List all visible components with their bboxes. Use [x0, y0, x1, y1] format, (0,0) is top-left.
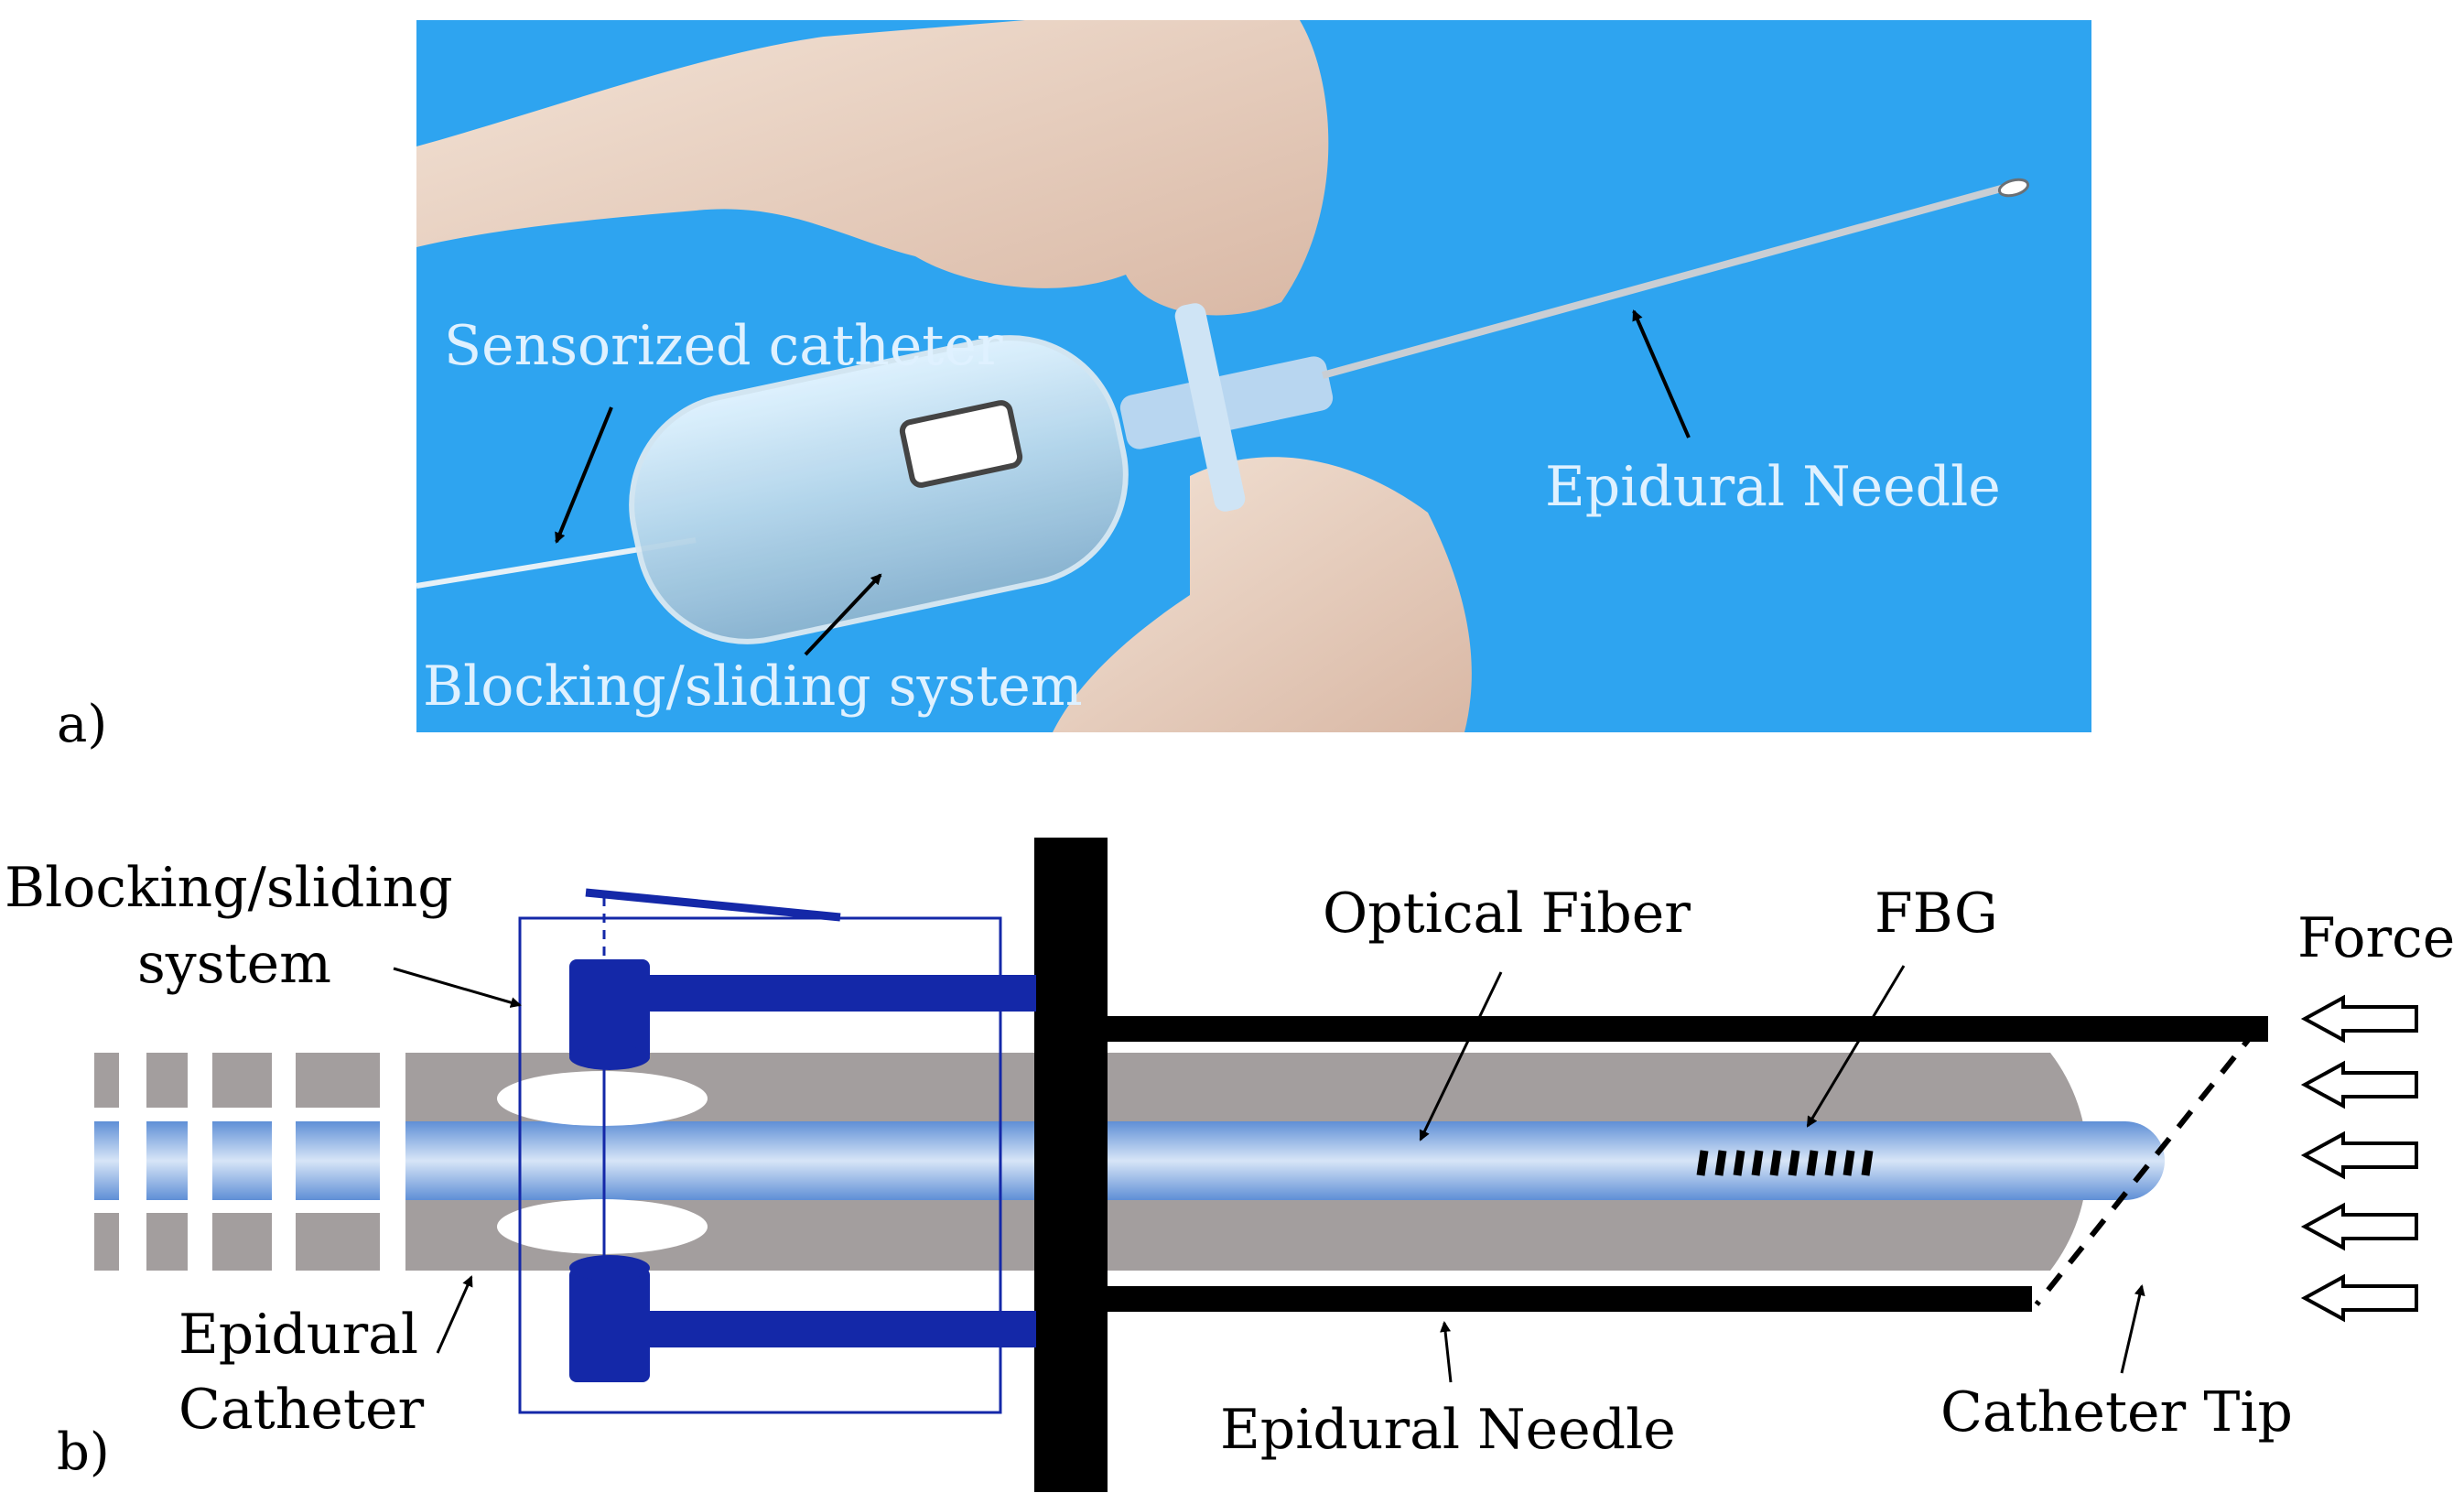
catheter-segments-bottom [94, 1213, 380, 1271]
catheter-pinch-top [497, 1071, 708, 1126]
label-epidural-catheter-2: Catheter [178, 1378, 425, 1442]
panel-a-label: a) [57, 695, 107, 754]
arrow-fbg [1806, 965, 1906, 1128]
label-optical-fiber: Optical Fiber [1323, 882, 1691, 946]
catheter-segments-top [94, 1053, 380, 1108]
lower-hand [1053, 457, 1472, 732]
label-fbg: FBG [1875, 882, 1998, 946]
upper-hand [416, 20, 1329, 316]
blocking-clamps [569, 959, 1036, 1382]
device-window [899, 400, 1023, 488]
force-arrows [2300, 994, 2418, 1323]
arrow-blocking-sliding [393, 967, 522, 1008]
arrow-epidural-needle-schematic [1440, 1321, 1453, 1383]
needle-hub [1119, 356, 1334, 449]
arrow-sensorized-catheter [555, 406, 613, 544]
panel-b: Blocking/sliding system Optical Fiber FB… [5, 838, 2455, 1492]
arrow-blocking-sliding-photo [804, 573, 882, 656]
label-catheter-tip: Catheter Tip [1940, 1380, 2293, 1444]
arrow-catheter-tip [2120, 1284, 2145, 1374]
label-epidural-needle-photo: Epidural Needle [1545, 455, 2001, 519]
needle-bevel [2034, 1028, 2259, 1306]
fbg-grating [1696, 1150, 1874, 1176]
label-force: Force [2297, 906, 2455, 970]
epidural-needle-shaft [1321, 184, 2006, 379]
label-blocking-sliding-photo: Blocking/sliding system [423, 655, 1083, 719]
epidural-needle-schematic [1034, 838, 2268, 1492]
arrow-epidural-catheter [436, 1275, 473, 1354]
needle-tip [1997, 178, 2030, 198]
optical-fiber [405, 1121, 2165, 1200]
label-epidural-catheter-1: Epidural [178, 1303, 418, 1367]
panel-a: Sensorized catheter Epidural Needle Bloc… [57, 20, 2091, 754]
fiber-segments [94, 1121, 380, 1200]
panel-b-label: b) [57, 1423, 110, 1482]
label-sensorized-catheter: Sensorized catheter [444, 314, 1003, 378]
blocking-lever [585, 888, 841, 922]
arrow-optical-fiber [1419, 971, 1503, 1142]
label-epidural-needle-schematic: Epidural Needle [1220, 1398, 1676, 1462]
label-blocking-sliding-1: Blocking/sliding [5, 856, 453, 920]
catheter-pinch-bottom [497, 1199, 708, 1254]
blocking-system-frame [518, 916, 1002, 1414]
arrow-epidural-needle-photo [1632, 309, 1691, 438]
hub-clip [1174, 303, 1246, 512]
label-blocking-sliding-2: system [137, 932, 331, 996]
